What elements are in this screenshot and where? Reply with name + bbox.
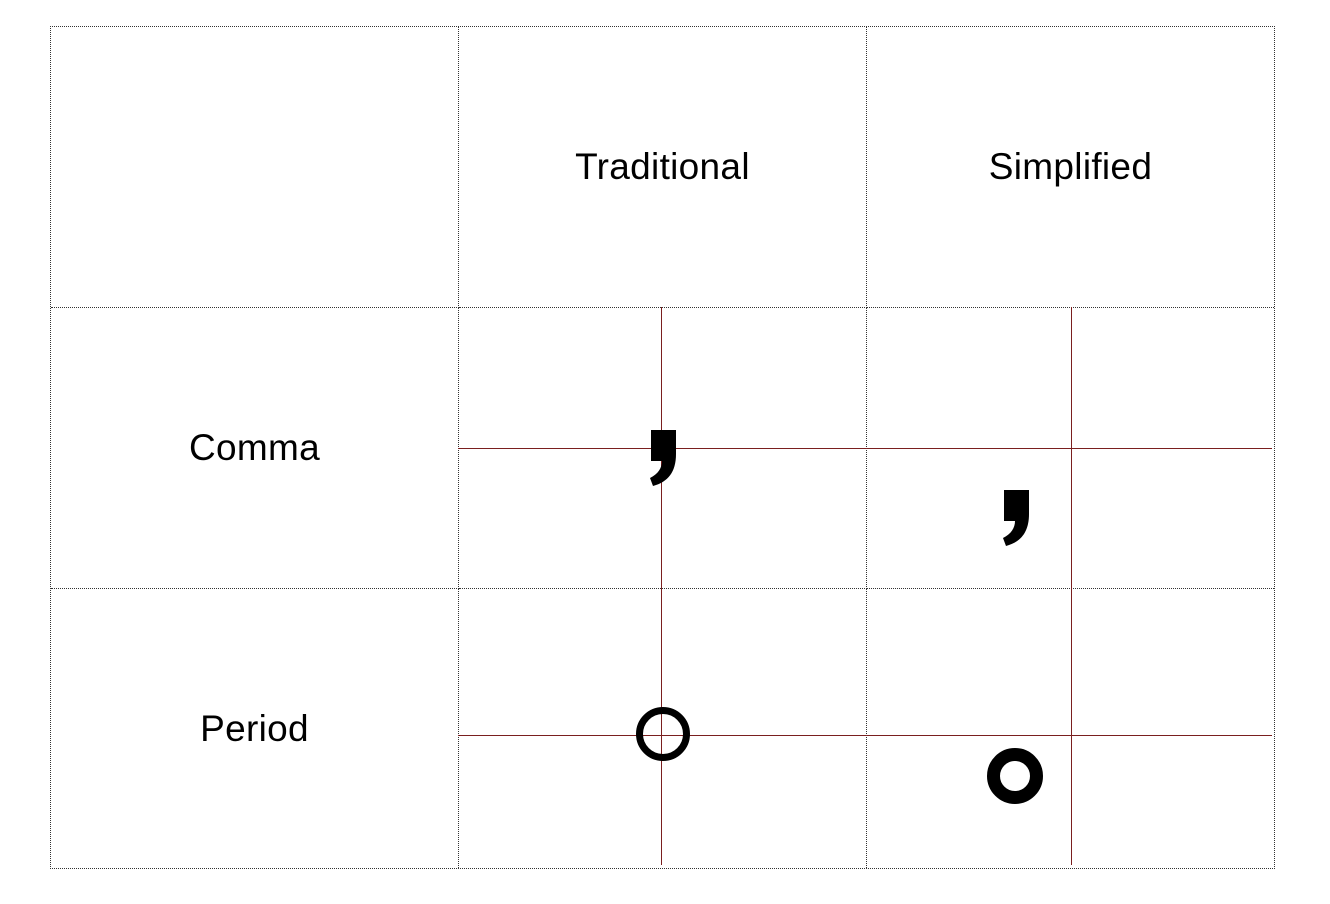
row-label-cell-comma: Comma: [51, 308, 459, 589]
row-label-cell-period: Period: [51, 589, 459, 868]
cell-simplified-comma: [867, 308, 1274, 589]
period-ring: [987, 748, 1043, 804]
traditional-comma-icon: [650, 430, 676, 486]
traditional-period-icon: [636, 707, 690, 761]
column-header-traditional: Traditional: [575, 146, 750, 187]
punctuation-comparison-table: Traditional Simplified Comma Period: [50, 26, 1275, 869]
guide-horizontal-comma: [458, 448, 1272, 449]
comma-shape: [1003, 490, 1029, 546]
cell-traditional-period: [459, 589, 867, 868]
header-traditional-cell: Traditional: [459, 27, 867, 308]
guide-vertical-traditional: [661, 307, 662, 865]
guide-vertical-simplified: [1071, 307, 1072, 865]
simplified-period-icon: [987, 748, 1043, 804]
row-label-period: Period: [200, 707, 309, 749]
header-corner-cell: [51, 27, 459, 308]
comma-shape: [650, 430, 676, 486]
period-ring: [636, 707, 690, 761]
row-label-comma: Comma: [188, 427, 321, 468]
header-simplified-cell: Simplified: [867, 27, 1274, 308]
column-header-simplified: Simplified: [988, 146, 1153, 187]
guide-horizontal-period: [458, 735, 1272, 736]
simplified-comma-icon: [1003, 490, 1029, 546]
